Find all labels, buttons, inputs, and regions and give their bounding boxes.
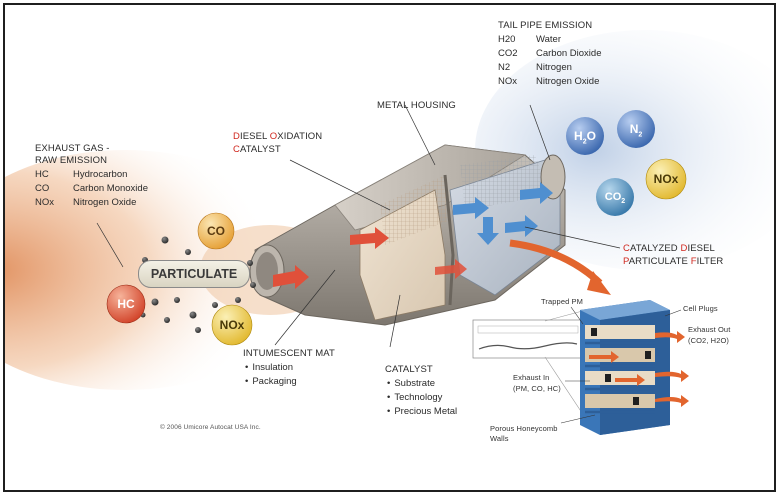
dpf-label-line2: PARTICULATE FILTER	[623, 256, 724, 267]
doc-label-line2: CATALYST	[233, 144, 281, 155]
cell-plugs-label: Cell Plugs	[683, 304, 718, 313]
catalyst-label: CATALYST	[385, 364, 433, 375]
converter-housing	[249, 144, 566, 326]
exhaust-in-gases: (PM, CO, HC)	[513, 384, 561, 393]
particulate-label: PARTICULATE	[138, 260, 250, 288]
exhaust-gas-title-1: EXHAUST GAS -	[35, 143, 110, 154]
h2o-molecule: H2O	[574, 129, 596, 146]
porous-walls-label-2: Walls	[490, 434, 509, 443]
co-molecule: CO	[207, 224, 225, 238]
n2-molecule: N2	[629, 122, 643, 139]
metal-housing-label: METAL HOUSING	[377, 100, 456, 111]
nox-molecule-in: NOx	[219, 318, 245, 332]
exhaust-gas-title-2: RAW EMISSION	[35, 155, 108, 166]
flow-arrows	[273, 182, 611, 295]
co2-molecule: CO2	[604, 191, 626, 206]
trapped-pm-label: Trapped PM	[541, 297, 583, 306]
exhaust-out-gases: (CO2, H2O)	[688, 336, 730, 345]
exhaust-out-label: Exhaust Out	[688, 325, 731, 334]
tailpipe-title: TAIL PIPE EMISSION	[498, 20, 593, 31]
catalyst-bullet-technology: Technology	[387, 392, 442, 404]
intumescent-mat-label: INTUMESCENT MAT	[243, 348, 335, 359]
catalyst-bullet-substrate: Substrate	[387, 378, 435, 390]
intumescent-bullet-packaging: Packaging	[245, 376, 296, 388]
copyright-notice: © 2006 Umicore Autocat USA Inc.	[160, 424, 261, 431]
nox-molecule-out: NOx	[653, 172, 679, 186]
leader-lines	[96, 104, 621, 348]
porous-walls-label: Porous Honeycomb	[490, 424, 558, 433]
intumescent-bullet-insulation: Insulation	[245, 362, 293, 374]
exhaust-in-label: Exhaust In	[513, 373, 550, 382]
diesel-aftertreatment-illustration	[5, 30, 774, 435]
filter-detail	[472, 300, 689, 435]
soot-particles	[140, 236, 256, 333]
hc-molecule: HC	[117, 297, 135, 311]
catalyst-bullet-precious-metal: Precious Metal	[387, 406, 457, 418]
dpf-label-line1: CATALYZED DIESEL	[623, 243, 715, 254]
doc-label-line1: DIESEL OXIDATION	[233, 131, 323, 142]
